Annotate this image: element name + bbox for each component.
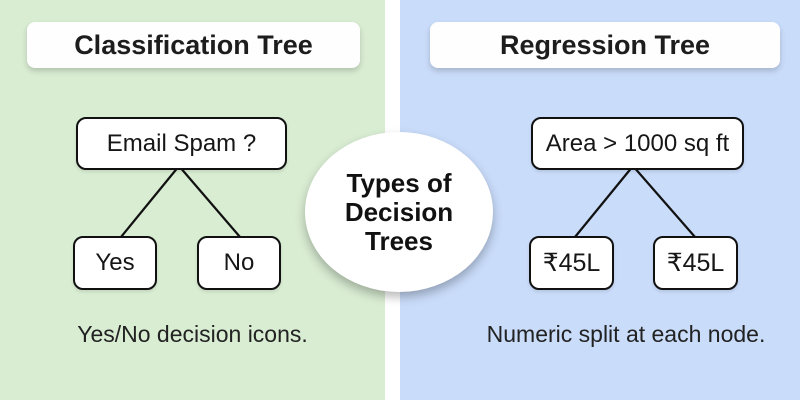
regression-root-label: Area > 1000 sq ft [545,129,730,157]
regression-leaf-left-label: ₹45L [542,249,601,277]
center-title-line-3: Trees [365,225,433,256]
classification-title-card: Classification Tree [27,22,360,68]
classification-leaf-yes-label: Yes [95,249,135,276]
center-title-line-1: Types of [346,167,452,198]
center-title-line-2: Decision [344,196,454,227]
regression-leaf-left: ₹45L [529,236,614,290]
regression-leaf-right-label: ₹45L [666,249,725,277]
regression-title-card: Regression Tree [430,22,780,68]
classification-title-label: Classification Tree [74,29,313,60]
classification-leaf-no-label: No [223,249,255,276]
regression-caption: Numeric split at each node. [486,321,766,347]
regression-root-node: Area > 1000 sq ft [531,117,744,170]
classification-root-node: Email Spam ? [76,117,287,170]
classification-caption: Yes/No decision icons. [77,321,308,347]
classification-leaf-no: No [197,236,281,290]
center-ellipse-badge: Types of Decision Trees [305,132,493,292]
regression-leaf-right: ₹45L [653,236,738,290]
classification-leaf-yes: Yes [73,236,157,290]
regression-title-label: Regression Tree [499,29,711,60]
classification-root-label: Email Spam ? [106,129,257,157]
